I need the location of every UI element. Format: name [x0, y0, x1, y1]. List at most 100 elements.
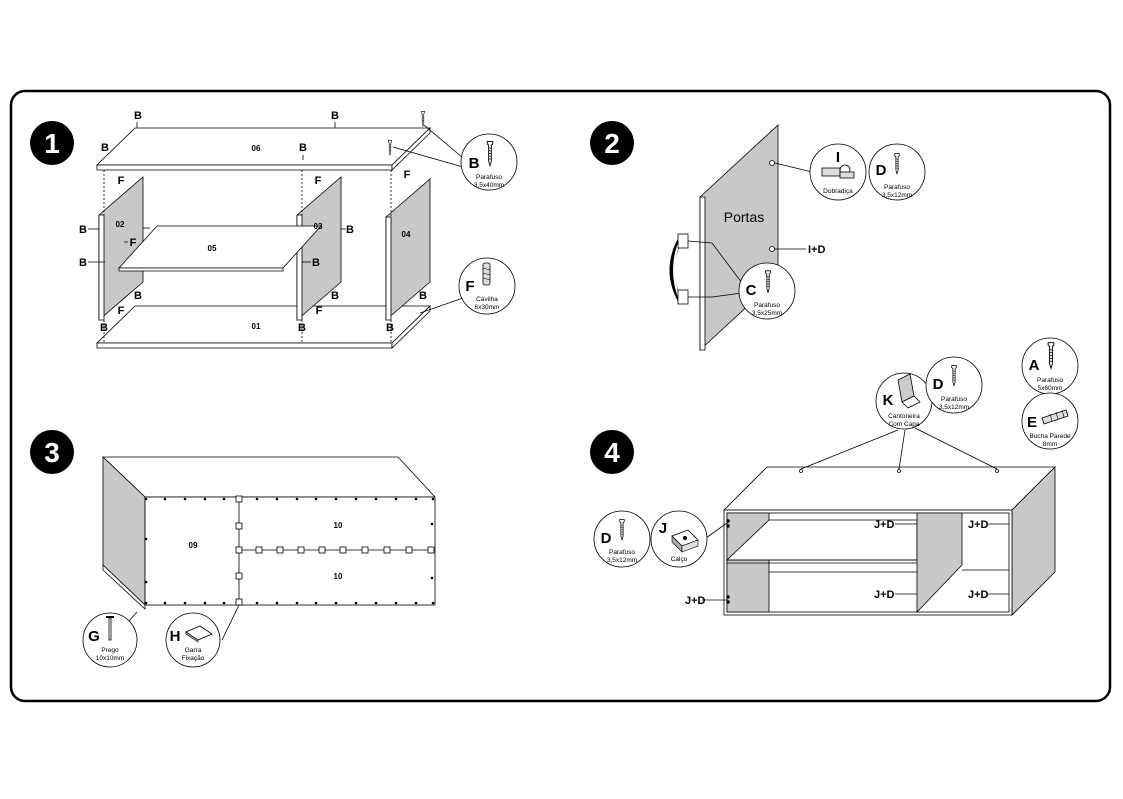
combo-j-d: J+D	[874, 589, 895, 601]
panel-03-label: 03	[314, 222, 323, 231]
panel-06-shape	[96, 127, 431, 166]
screw-icon	[421, 111, 425, 127]
shim-icon	[671, 529, 699, 553]
letter-b: B	[312, 257, 320, 269]
dowel-icon	[482, 262, 491, 286]
callout-d-name: Parafuso	[941, 396, 967, 403]
callout-c-size: 3,5x25mm	[752, 310, 782, 317]
letter-b: B	[299, 142, 307, 154]
step-2-diagram	[669, 124, 813, 351]
letter-f: F	[118, 305, 125, 317]
panel-05-label: 05	[208, 244, 217, 253]
step-2-badge: 2	[590, 121, 634, 165]
callout-e-letter: E	[1027, 414, 1037, 431]
combo-i-d: I+D	[808, 244, 825, 256]
panel-04-label: 04	[402, 230, 411, 239]
letter-b: B	[79, 257, 87, 269]
callout-dowel-f: F Cavilha 6x30mm	[458, 257, 516, 315]
panel-01-label: 01	[252, 322, 261, 331]
step-4-number: 4	[604, 437, 620, 468]
letter-f: F	[315, 175, 322, 187]
step-3-nails	[144, 497, 435, 605]
back-panel	[144, 496, 436, 606]
letter-b: B	[101, 142, 109, 154]
letter-b: B	[134, 290, 142, 302]
callout-hinge-i: I Dobradiça	[809, 143, 867, 201]
callout-d-name: Parafuso	[609, 549, 635, 556]
callout-d-letter: D	[876, 162, 887, 179]
callout-g-letter: G	[88, 628, 100, 645]
callout-clip-h: H Garra Fixação	[165, 612, 221, 668]
letter-b: B	[134, 110, 142, 122]
letter-b: B	[419, 290, 427, 302]
callout-h-name-1: Garra	[185, 647, 202, 654]
step-1-diagram	[88, 122, 464, 349]
callout-d-name: Parafuso	[884, 184, 910, 191]
callout-a-size: 5x60mm	[1038, 385, 1063, 392]
callout-a-name: Parafuso	[1037, 377, 1063, 384]
callout-plug-e: E Bucha Parede 8mm	[1021, 392, 1079, 450]
combo-j-d: J+D	[968, 519, 989, 531]
letter-f: F	[316, 305, 323, 317]
nail-icon	[106, 616, 114, 641]
combo-j-d: J+D	[685, 595, 706, 607]
letter-b: B	[386, 322, 394, 334]
clip-icon	[185, 625, 213, 643]
bracket-icon	[897, 373, 921, 409]
callout-j-letter: J	[659, 520, 667, 537]
callout-f-size: 6x30mm	[475, 304, 500, 311]
callout-b-letter: B	[469, 155, 480, 172]
letter-b: B	[100, 322, 108, 334]
callout-screw-d-top: D Parafuso 3,5x12mm	[925, 356, 983, 414]
callout-g-size: 10x10mm	[96, 655, 125, 662]
callout-e-size: 8mm	[1043, 441, 1057, 448]
handle-icon	[669, 233, 689, 305]
callout-b-size: 3,5x40mm	[474, 182, 504, 189]
combo-j-d: J+D	[968, 589, 989, 601]
callout-d-size: 3,5x12mm	[939, 404, 969, 411]
callout-k-name-2: Com Capa	[888, 421, 919, 428]
letter-f: F	[118, 175, 125, 187]
callout-screw-c: C Parafuso 3,5x25mm	[738, 262, 796, 320]
callout-f-letter: F	[465, 278, 474, 295]
step-3-number: 3	[44, 437, 60, 468]
callout-screw-b: B Parafuso 3,5x40mm	[460, 133, 518, 191]
callout-g-name: Prego	[101, 647, 119, 654]
callout-screw-d: D Parafuso 3,5x12mm	[868, 143, 926, 201]
callout-f-name: Cavilha	[476, 296, 498, 303]
panel-01-shape	[96, 305, 431, 344]
step-4-diagram	[702, 427, 1056, 616]
panel-05-shape	[118, 225, 322, 269]
callout-nail-g: G Prego 10x10mm	[82, 612, 138, 668]
callout-d-size: 3,5x12mm	[882, 192, 912, 199]
letter-f: F	[404, 169, 411, 181]
callout-shim-j: J Calço	[650, 510, 708, 568]
panel-10-label-top: 10	[334, 521, 343, 530]
callout-screw-d-left: D Parafuso 3,5x12mm	[593, 510, 651, 568]
letter-b: B	[298, 322, 306, 334]
callout-k-name-1: Cantoneira	[888, 413, 920, 420]
letter-b: B	[331, 110, 339, 122]
letter-b: B	[331, 290, 339, 302]
callout-a-letter: A	[1029, 357, 1040, 374]
step-3-badge: 3	[30, 430, 74, 474]
callout-h-name-2: Fixação	[182, 655, 205, 662]
panel-09-label: 09	[189, 541, 198, 550]
callout-d-letter: D	[933, 376, 944, 393]
hinge-icon	[821, 164, 855, 179]
combo-j-d: J+D	[874, 519, 895, 531]
step-2-number: 2	[604, 128, 620, 159]
panel-10-label-bottom: 10	[334, 572, 343, 581]
step-1-letters: B B B B F F F B F B B B B B B F F B B B	[79, 110, 427, 334]
callout-screw-a: A Parafuso 5x60mm	[1021, 337, 1079, 395]
callout-i-letter: I	[836, 149, 840, 166]
letter-b: B	[346, 224, 354, 236]
panel-06-label: 06	[252, 144, 261, 153]
callout-d-size: 3,5x12mm	[607, 557, 637, 564]
letter-f: F	[130, 237, 137, 249]
step-3-clips	[235, 495, 435, 606]
step-1-number: 1	[44, 128, 60, 159]
callout-h-letter: H	[170, 628, 181, 645]
